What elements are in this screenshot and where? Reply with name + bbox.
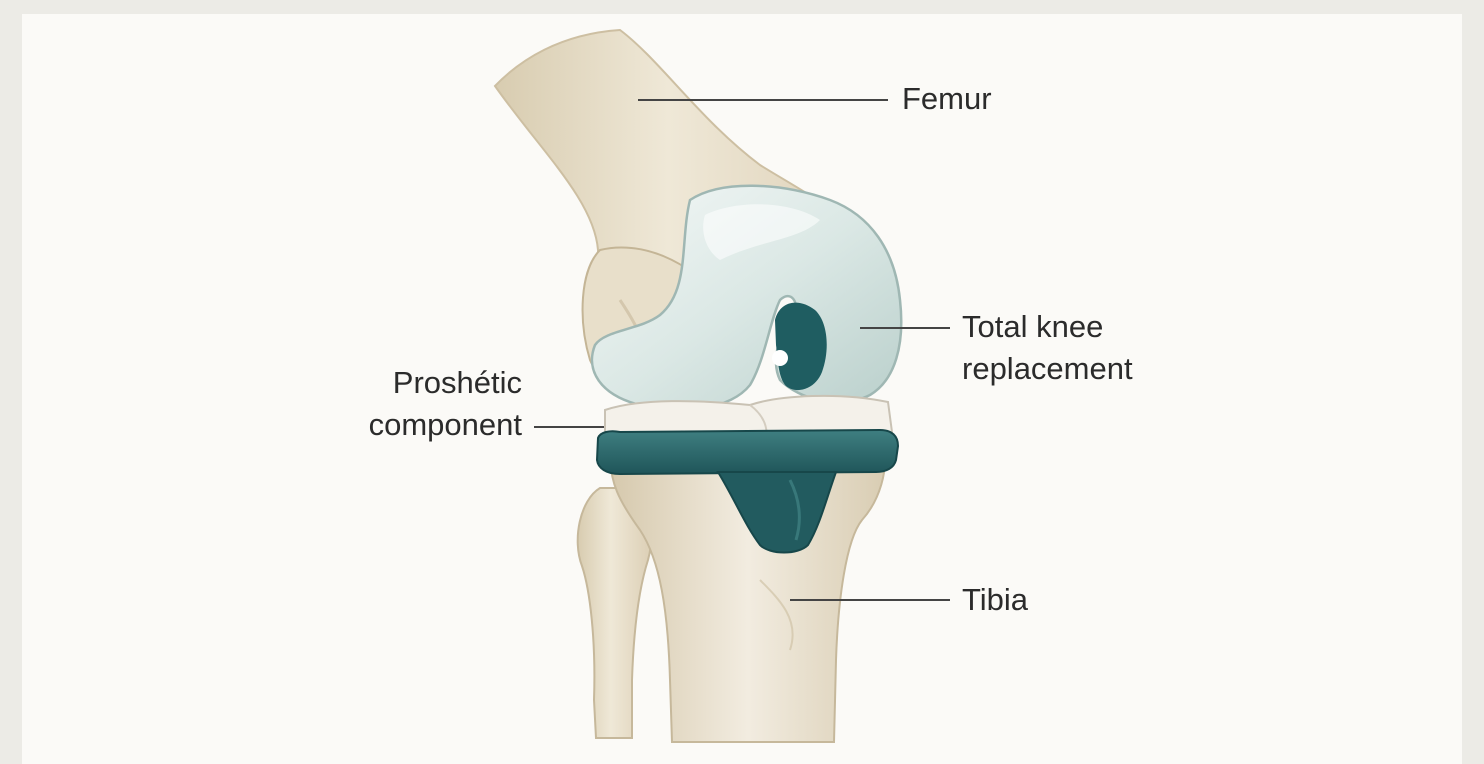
tibia-label-text: Tibia (962, 579, 1028, 621)
tibial-tray (597, 430, 898, 474)
prosthetic-component-label: Proshétic component (330, 362, 522, 446)
total-knee-label-line2: replacement (962, 348, 1133, 390)
femur-label: Femur (902, 78, 992, 120)
total-knee-label-line1: Total knee (962, 306, 1133, 348)
femur-label-text: Femur (902, 78, 992, 120)
tibia-label: Tibia (962, 579, 1028, 621)
prosthetic-label-line2: component (330, 404, 522, 446)
total-knee-replacement-label: Total knee replacement (962, 306, 1133, 390)
prosthetic-label-line1: Proshétic (330, 362, 522, 404)
implant-notch (775, 303, 827, 391)
